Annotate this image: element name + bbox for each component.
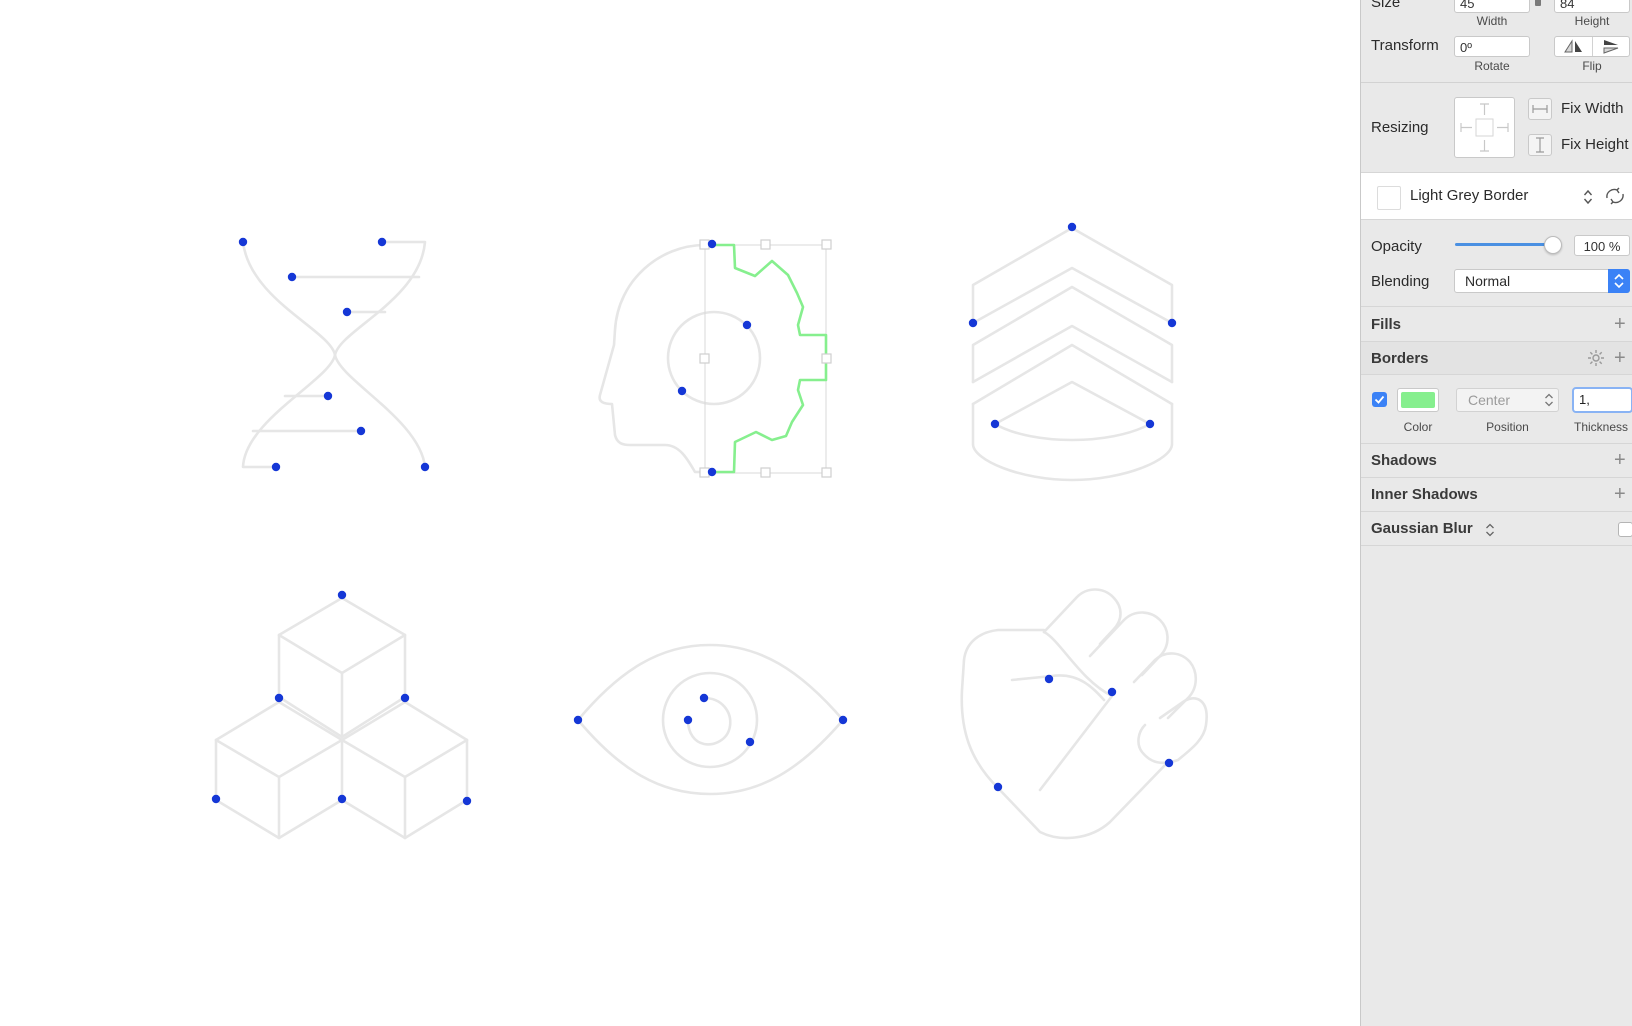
gaussian-blur-checkbox[interactable]	[1618, 522, 1632, 537]
divider	[1361, 341, 1632, 342]
rotate-field[interactable]: 0º	[1454, 36, 1530, 57]
border-thickness-field[interactable]: 1,	[1572, 387, 1632, 413]
add-shadow-button[interactable]: +	[1614, 449, 1626, 471]
opacity-field[interactable]: 100 %	[1574, 235, 1630, 256]
borders-header-row	[1361, 342, 1632, 374]
flip-vertical-button[interactable]	[1593, 37, 1629, 56]
cubes-icon[interactable]	[211, 590, 472, 840]
blending-dropdown-button[interactable]	[1608, 269, 1630, 293]
rotate-caption: Rotate	[1474, 59, 1510, 73]
add-border-button[interactable]: +	[1614, 347, 1626, 369]
shared-style-row[interactable]: Light Grey Border	[1361, 172, 1632, 220]
opacity-label: Opacity	[1371, 238, 1422, 255]
fix-height-label: Fix Height	[1561, 136, 1629, 153]
fist-icon[interactable]	[960, 588, 1208, 840]
height-caption: Height	[1574, 14, 1610, 28]
fix-height-toggle[interactable]	[1528, 134, 1552, 156]
inspector-panel: Size 45 84 Width Height Transform 0º Rot…	[1360, 0, 1632, 1026]
divider	[1361, 82, 1632, 83]
chevron-rank-icon[interactable]	[968, 222, 1177, 482]
divider	[1361, 545, 1632, 546]
opacity-slider-knob[interactable]	[1544, 236, 1562, 254]
design-canvas[interactable]	[0, 0, 1360, 1026]
border-enabled-checkbox[interactable]	[1372, 392, 1387, 407]
border-position-value: Center	[1468, 392, 1511, 408]
divider	[1361, 443, 1632, 444]
divider	[1361, 306, 1632, 307]
flip-horizontal-button[interactable]	[1555, 37, 1593, 56]
size-label: Size	[1371, 0, 1401, 11]
flip-control	[1554, 36, 1630, 57]
divider	[1361, 374, 1632, 375]
shadows-header: Shadows	[1371, 452, 1437, 469]
height-field[interactable]: 84	[1554, 0, 1630, 13]
blending-select[interactable]: Normal	[1454, 269, 1630, 293]
sync-style-icon[interactable]	[1603, 185, 1627, 207]
checkmark-icon	[1374, 395, 1385, 404]
blending-value: Normal	[1465, 273, 1511, 289]
width-field[interactable]: 45	[1454, 0, 1530, 13]
inner-shadows-header: Inner Shadows	[1371, 486, 1478, 503]
fix-width-label: Fix Width	[1561, 100, 1624, 117]
eye-icon[interactable]	[573, 643, 848, 796]
shared-style-name: Light Grey Border	[1410, 187, 1529, 204]
chevron-updown-icon	[1614, 273, 1624, 289]
lock-ratio-icon[interactable]	[1535, 0, 1541, 6]
resizing-label: Resizing	[1371, 119, 1429, 136]
add-fill-button[interactable]: +	[1614, 313, 1626, 335]
gaussian-blur-header: Gaussian Blur	[1371, 520, 1473, 537]
chevron-updown-icon[interactable]	[1583, 188, 1593, 206]
flip-horizontal-icon	[1564, 39, 1582, 53]
border-thickness-caption: Thickness	[1573, 420, 1629, 434]
flip-vertical-icon	[1603, 40, 1619, 54]
fix-width-toggle[interactable]	[1528, 98, 1552, 120]
flip-caption: Flip	[1582, 59, 1602, 73]
opacity-slider-track[interactable]	[1455, 243, 1553, 246]
chevron-updown-icon	[1545, 393, 1553, 407]
artboard[interactable]	[0, 0, 1360, 1026]
border-position-caption: Position	[1486, 420, 1529, 434]
fills-header: Fills	[1371, 316, 1402, 333]
border-color-swatch	[1401, 392, 1435, 408]
border-color-well[interactable]	[1397, 388, 1439, 412]
style-preview-swatch	[1377, 186, 1401, 210]
gear-icon[interactable]	[1587, 349, 1605, 367]
resizing-pins-icon	[1460, 103, 1509, 152]
border-thickness-value: 1,	[1579, 392, 1590, 407]
borders-header: Borders	[1371, 350, 1429, 367]
resizing-control[interactable]	[1454, 97, 1515, 158]
fix-width-icon	[1532, 105, 1548, 113]
divider	[1361, 477, 1632, 478]
head-gear-icon[interactable]	[598, 239, 832, 478]
dna-icon[interactable]	[238, 237, 430, 472]
transform-label: Transform	[1371, 37, 1439, 54]
divider	[1361, 511, 1632, 512]
width-caption: Width	[1476, 14, 1508, 28]
fix-height-icon	[1536, 137, 1544, 153]
blending-label: Blending	[1371, 273, 1430, 290]
add-inner-shadow-button[interactable]: +	[1614, 483, 1626, 505]
border-position-select[interactable]: Center	[1456, 388, 1559, 412]
chevron-updown-icon[interactable]	[1485, 522, 1495, 538]
border-color-caption: Color	[1403, 420, 1433, 434]
